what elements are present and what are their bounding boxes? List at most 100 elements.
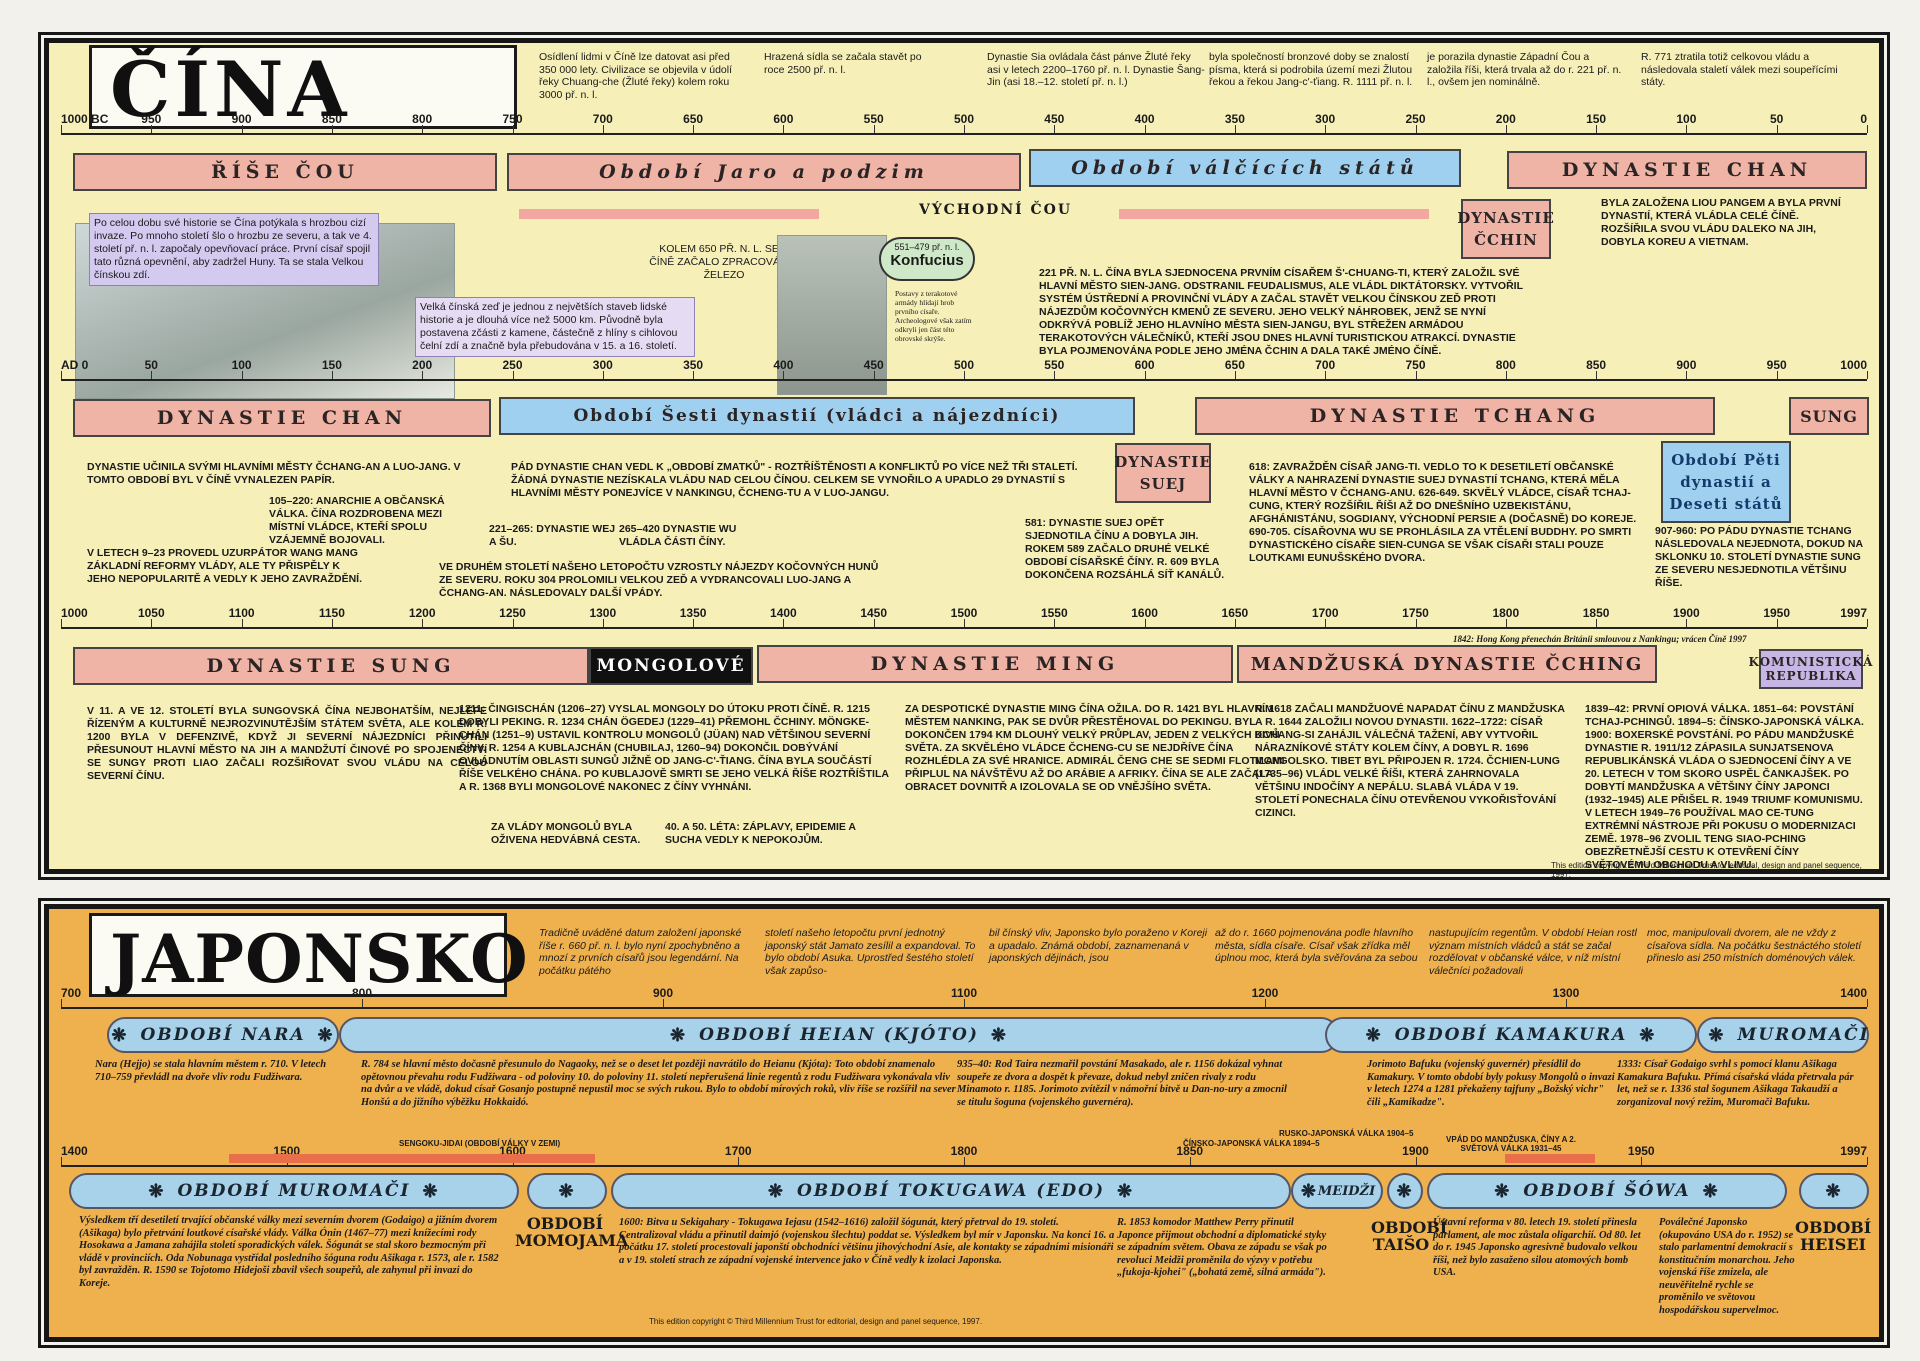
scale-tick: [873, 125, 875, 133]
scale-tick: [783, 125, 785, 133]
zhou-stripe-left: [519, 209, 819, 219]
scale-tick: [1596, 125, 1598, 133]
han2-text-3: V LETECH 9–23 PROVEDL UZURPÁTOR WANG MAN…: [87, 547, 362, 585]
scale-tick: [1566, 999, 1567, 1007]
scale-tick: [1325, 619, 1327, 627]
scale-label: 900: [231, 112, 252, 126]
star-icon: ❋: [422, 1180, 440, 1202]
pill-muromachi-1: ❋ MUROMAČI: [1697, 1017, 1869, 1053]
scale-tick: [964, 371, 965, 379]
pill-nara: ❋OBDOBÍ NARA❋: [107, 1017, 339, 1053]
scale-label: 300: [1315, 112, 1336, 126]
japan-intro-1: Tradičně uváděné datum založení japonské…: [539, 927, 742, 977]
scale-tick: [422, 619, 424, 627]
scale-label: 1750: [1402, 606, 1429, 620]
pill-meiji: ❋MEIDŽI: [1291, 1173, 1383, 1209]
scale-label: 1950: [1627, 1144, 1655, 1158]
star-icon: ❋: [1708, 1024, 1726, 1046]
scale-label: 0: [1860, 112, 1867, 126]
six-text-3: 265–420 DYNASTIE WU VLÁDLA ČÁSTI ČÍNY.: [619, 523, 737, 548]
scale-tick: [1505, 619, 1507, 627]
scale-tick: [1596, 371, 1598, 379]
scale-tick: [738, 1157, 740, 1165]
terracotta-image: [777, 235, 887, 395]
nara-label: OBDOBÍ NARA: [140, 1025, 306, 1045]
scale-label: 150: [321, 358, 342, 372]
banner-han-2: DYNASTIE CHAN: [73, 399, 491, 437]
scale-tick: [1867, 125, 1868, 133]
japan-title: JAPONSKO: [89, 913, 528, 997]
scale-label: 1150: [318, 606, 345, 620]
scale-label: 1200: [1251, 986, 1279, 1000]
scale-label: 1650: [1221, 606, 1249, 620]
confucius-badge: 551–479 př. n. l. Konfucius: [879, 237, 975, 281]
taira-text: 935–40: Rod Taira nezmařil povstání Masa…: [957, 1059, 1287, 1108]
star-icon: ❋: [317, 1024, 335, 1046]
scale-tick: [1325, 125, 1327, 133]
scale-label: 550: [863, 112, 884, 126]
star-icon: ❋: [767, 1180, 785, 1202]
tang-text: 618: ZAVRAŽDĚN CÍSAŘ JANG-TI. VEDLO TO K…: [1249, 461, 1637, 564]
kamakura-label: OBDOBÍ KAMAKURA: [1394, 1025, 1628, 1045]
showa-label: OBDOBÍ ŠÓWA: [1523, 1181, 1691, 1201]
nara-text: Nara (Hejjo) se stala hlavním městem r. …: [95, 1059, 327, 1083]
china-intro-1: Osídlení lidmi v Číně lze datovat asi př…: [539, 51, 732, 101]
scale-tick: [1054, 619, 1056, 627]
scale-tick: [1189, 1157, 1191, 1165]
scale-label: 1900: [1402, 1144, 1429, 1158]
scale-label: 800: [412, 112, 433, 126]
star-icon: ❋: [1396, 1180, 1414, 1202]
meiji-label: MEIDŽI: [1317, 1183, 1376, 1199]
scale-tick: [1144, 125, 1146, 133]
modern-china-text: 1839–42: PRVNÍ OPIOVÁ VÁLKA. 1851–64: PO…: [1585, 703, 1864, 871]
china-poster: ČÍNA Osídlení lidmi v Číně lze datovat a…: [44, 38, 1884, 879]
star-icon: ❋: [1300, 1180, 1316, 1202]
wall-note-2: Velká čínská zeď je jednou z největších …: [415, 297, 695, 357]
pill-heian: ❋OBDOBÍ HEIAN (KJÓTO)❋: [339, 1017, 1339, 1053]
scale-label: AD 0: [61, 358, 89, 372]
muromachi-label: MUROMAČI: [1737, 1025, 1870, 1045]
scale-tick: [602, 125, 604, 133]
scale-tick: [1144, 619, 1146, 627]
scale-label: 650: [1224, 358, 1245, 372]
sui-text: 581: DYNASTIE SUEJ OPĚT SJEDNOTILA ČÍNU …: [1025, 517, 1225, 581]
scale-tick: [1867, 1157, 1868, 1165]
scale-label: 1850: [1582, 606, 1610, 620]
scale-tick: [1505, 125, 1507, 133]
muromachi2-label: OBDOBÍ MUROMAČI: [177, 1181, 411, 1201]
taisho-text: Ústavní reforma v 80. letech 19. století…: [1433, 1217, 1641, 1278]
scale-tick: [964, 619, 965, 627]
star-icon: ❋: [1494, 1180, 1512, 1202]
scale-tick: [241, 125, 243, 133]
scale-tick: [151, 619, 153, 627]
scale-label: 50: [1770, 112, 1784, 126]
scale-label: 1050: [137, 606, 165, 620]
scale-label: 350: [683, 358, 704, 372]
scale-tick: [873, 619, 875, 627]
scale-tick: [964, 125, 965, 133]
scale-label: 1600: [1131, 606, 1158, 620]
banner-warring-states: Období válčících států: [1029, 149, 1461, 187]
scale-tick: [1776, 371, 1778, 379]
scale-label: 100: [1676, 112, 1697, 126]
scale-tick: [512, 619, 514, 627]
scale-tick: [61, 125, 62, 133]
scale-label: 950: [1766, 358, 1787, 372]
qing-text: R. 1618 ZAČALI MANDŽUOVÉ NAPADAT ČÍNU Z …: [1255, 703, 1565, 819]
perry-text: R. 1853 komodor Matthew Perry přinutil J…: [1117, 1217, 1327, 1278]
ming-text: ZA DESPOTICKÉ DYNASTIE MING ČÍNA OŽILA. …: [905, 703, 1285, 793]
eastern-zhou-label: VÝCHODNÍ ČOU: [919, 202, 1073, 218]
war-sino-japanese: ČÍNSKO-JAPONSKÁ VÁLKA 1894–5: [1183, 1139, 1320, 1148]
scale-label: 950: [141, 112, 162, 126]
star-icon: ❋: [670, 1024, 688, 1046]
muromachi-text-2: Výsledkem tří desetiletí trvající občans…: [79, 1215, 499, 1289]
scale-label: 900: [1676, 358, 1697, 372]
scale-tick: [1144, 371, 1146, 379]
scale-label: 1300: [589, 606, 617, 620]
japan-poster: JAPONSKO Tradičně uváděné datum založení…: [44, 904, 1884, 1342]
pill-taisho: ❋: [1387, 1173, 1423, 1209]
scale-label: 850: [321, 112, 342, 126]
